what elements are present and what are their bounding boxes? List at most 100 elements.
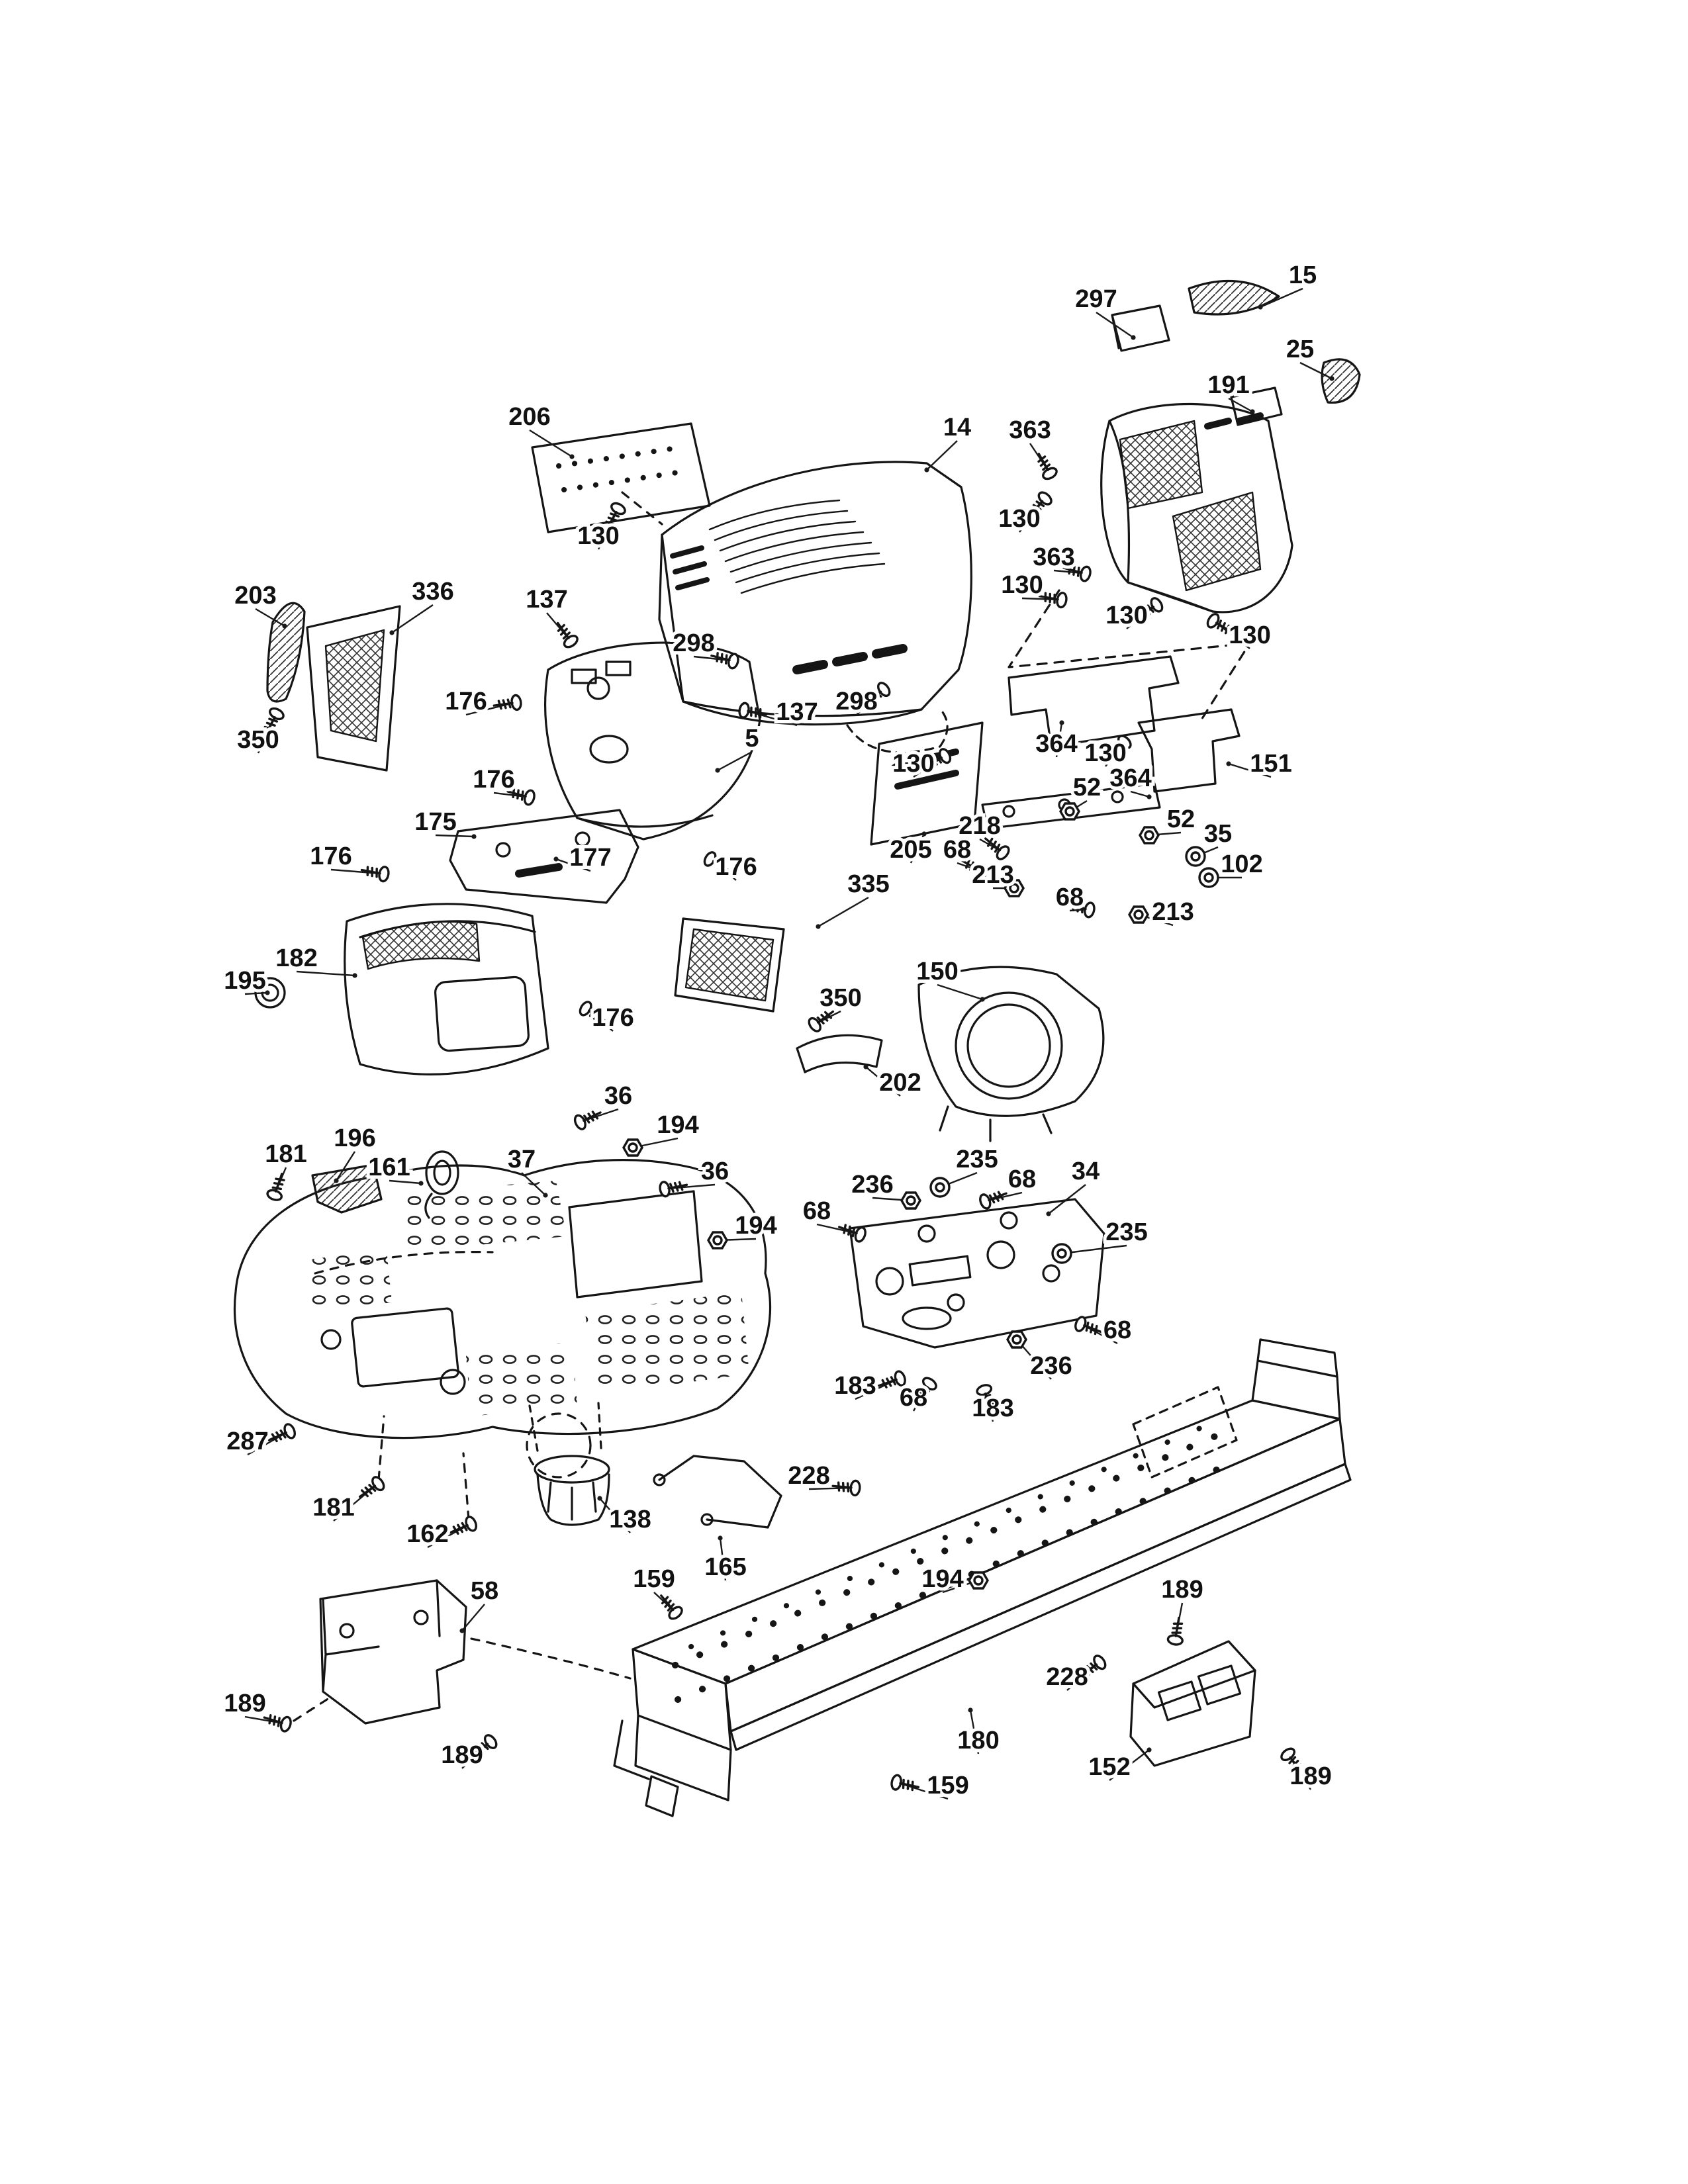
cup-shape — [534, 1455, 610, 1526]
part-callout-130-10: 130 — [1001, 571, 1043, 599]
part-callout-58-76: 58 — [471, 1577, 498, 1605]
mount-bar-hole-1 — [1002, 805, 1015, 818]
fender-front-edge-dashed — [314, 1251, 494, 1275]
hardware-screw-icon — [889, 1773, 921, 1796]
part-callout-191-3: 191 — [1207, 371, 1249, 399]
leader-line — [435, 834, 475, 838]
mount-plate-shape — [849, 1198, 1105, 1349]
headlight-lens-right-shape — [1321, 358, 1361, 404]
mount-plate-hole-4 — [947, 1293, 965, 1312]
wire-rod-end-1 — [653, 1473, 666, 1486]
part-callout-175-29: 175 — [414, 808, 456, 836]
part-callout-25-2: 25 — [1286, 336, 1314, 363]
part-callout-189-77: 189 — [1161, 1576, 1203, 1604]
hardware-screw-icon — [261, 1709, 294, 1734]
leader-line — [1061, 1244, 1127, 1255]
fan-shroud-tabs — [939, 1105, 1053, 1142]
part-callout-34-59: 34 — [1072, 1158, 1100, 1185]
part-callout-102-37: 102 — [1221, 850, 1262, 878]
rear-bracket-hole-2 — [1197, 1664, 1242, 1706]
mount-plate-hole-6 — [986, 1240, 1015, 1269]
part-callout-189-79: 189 — [224, 1690, 265, 1717]
part-callout-194-61: 194 — [735, 1212, 776, 1240]
part-callout-130-7: 130 — [998, 505, 1040, 533]
front-bracket-hole-2 — [413, 1610, 429, 1625]
leader-line — [926, 440, 958, 471]
part-callout-130-24: 130 — [1084, 739, 1126, 767]
frame-front-end — [632, 1648, 732, 1801]
fender-cup-mount-dashed — [526, 1412, 592, 1479]
part-callout-162-71: 162 — [406, 1520, 448, 1548]
leader-line — [1109, 1749, 1150, 1781]
hardware-screw-icon — [1072, 1314, 1105, 1340]
leader-line — [818, 896, 869, 928]
grille-housing-frame-line — [359, 920, 536, 938]
leader-endpoint-dot — [816, 924, 821, 929]
leader-endpoint-dot — [265, 990, 270, 995]
part-callout-176-39: 176 — [715, 853, 757, 881]
hood-side-vents — [670, 545, 710, 590]
part-callout-151-25: 151 — [1250, 750, 1291, 778]
leader-line — [555, 858, 591, 872]
leader-line — [969, 1709, 980, 1754]
leader-endpoint-dot — [1147, 794, 1152, 799]
leader-endpoint-dot — [1250, 409, 1255, 414]
part-callout-181-70: 181 — [312, 1494, 354, 1522]
part-callout-176-17: 176 — [445, 688, 487, 715]
headlight-bracket-left-shape — [1111, 304, 1170, 352]
part-callout-138-72: 138 — [609, 1506, 651, 1533]
grille-housing-window — [434, 976, 530, 1052]
leader-line — [1299, 361, 1333, 380]
part-callout-350-46: 350 — [820, 984, 861, 1012]
leader-line — [1228, 397, 1253, 413]
side-panel-mesh — [324, 629, 385, 743]
part-callout-235-62: 235 — [1105, 1218, 1147, 1246]
part-callout-5-21: 5 — [745, 725, 759, 752]
leader-endpoint-dot — [282, 623, 287, 629]
fender-hole-field-3 — [305, 1250, 392, 1313]
panel-align-dashed — [377, 491, 663, 1521]
leader-endpoint-dot — [1147, 1747, 1152, 1752]
leader-line — [910, 833, 925, 864]
part-callout-189-83: 189 — [1289, 1762, 1331, 1790]
part-callout-350-20: 350 — [237, 726, 279, 754]
frame-bottom-flange — [729, 1463, 1352, 1751]
part-callout-177-35: 177 — [569, 844, 611, 872]
hardware-nut-icon — [968, 1571, 989, 1590]
dash-panel-shape — [531, 422, 711, 533]
part-callout-68-66: 68 — [900, 1384, 927, 1412]
part-callout-130-15: 130 — [1229, 621, 1270, 649]
fender-hole-b — [440, 1369, 466, 1395]
part-callout-183-67: 183 — [972, 1394, 1013, 1422]
front-bracket-hole-1 — [339, 1623, 355, 1639]
leader-line — [389, 1179, 422, 1185]
small-bracket-shape — [311, 1163, 383, 1214]
hardware-screw-icon — [977, 1185, 1010, 1211]
fan-shroud-shape — [917, 966, 1105, 1117]
dashboard-key-hole — [586, 676, 610, 700]
front-bracket-shape — [319, 1579, 467, 1725]
frame-rear-flange — [1251, 1338, 1341, 1420]
fender-hole-a — [320, 1329, 342, 1350]
part-callout-159-84: 159 — [927, 1772, 968, 1799]
leader-line — [1055, 722, 1063, 758]
headlight-lens-left-shape — [1188, 279, 1280, 316]
part-callout-68-33: 68 — [943, 836, 971, 864]
leader-line — [937, 983, 983, 1001]
part-callout-203-11: 203 — [234, 582, 276, 610]
grommet-inner — [433, 1160, 451, 1186]
part-callout-137-13: 137 — [526, 586, 567, 614]
leader-endpoint-dot — [543, 1193, 548, 1198]
frame-hole-row-2 — [675, 1458, 1240, 1703]
support-plate-hole-1 — [495, 842, 511, 858]
part-callout-52-27: 52 — [1073, 774, 1101, 801]
curved-bracket-shape — [796, 1034, 883, 1073]
leader-endpoint-dot — [352, 973, 357, 978]
leader-line — [1260, 287, 1303, 308]
fender-hole-field-1 — [397, 1181, 567, 1252]
part-callout-137-18: 137 — [776, 698, 818, 726]
leader-line — [521, 1172, 546, 1196]
part-callout-236-64: 236 — [1030, 1352, 1072, 1380]
part-callout-213-36: 213 — [972, 861, 1013, 889]
dashboard-slots — [571, 660, 714, 828]
